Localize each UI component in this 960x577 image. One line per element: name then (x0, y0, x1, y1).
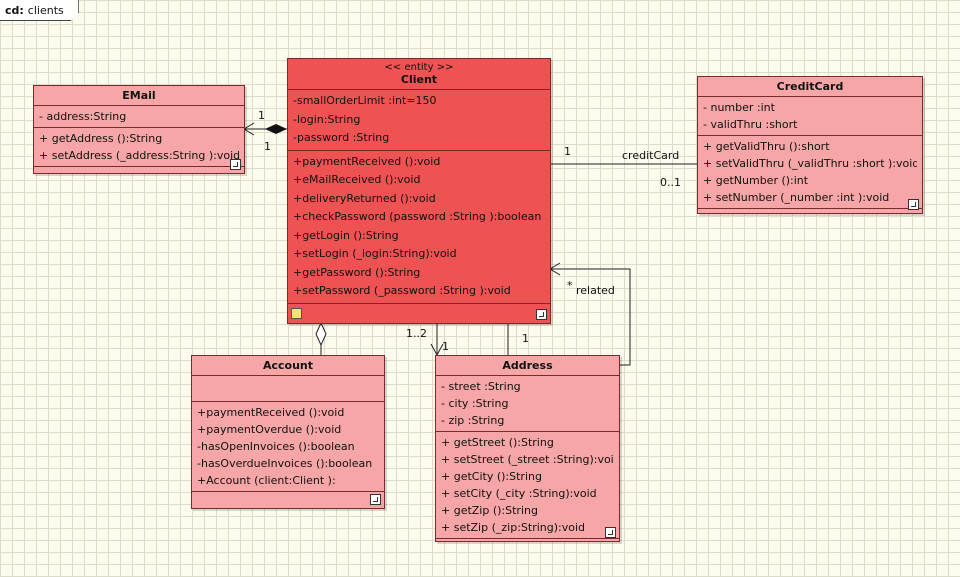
minimize-icon[interactable] (230, 159, 241, 170)
minimize-icon[interactable] (536, 309, 547, 320)
class-email[interactable]: EMail - address:String + getAddress ():S… (33, 85, 245, 174)
operation: -hasOpenInvoices ():boolean (197, 440, 355, 453)
attribute: -login:String (293, 112, 361, 126)
class-account-header: Account (192, 356, 384, 376)
address-multiplicity-c: 1 (522, 332, 529, 345)
operation: + setAddress (_address:String ):void (39, 149, 239, 162)
aggregation-diamond (315, 321, 327, 347)
operation: -hasOverdueInvoices ():boolean (197, 457, 373, 470)
operation: + setValidThru (_validThru :short ):void (703, 157, 917, 170)
class-creditcard-name: CreditCard (776, 80, 844, 93)
attribute: - zip :String (441, 414, 505, 427)
class-account-name: Account (262, 359, 314, 372)
class-creditcard-attributes: - number :int - validThru :short (698, 97, 922, 136)
operation: + getNumber ():int (703, 174, 809, 187)
operation: +paymentOverdue ():void (197, 423, 342, 436)
operation: +setLogin (_login:String):void (293, 247, 457, 260)
operation: + getValidThru ():short (703, 140, 830, 153)
class-address-header: Address (436, 356, 619, 376)
class-client[interactable]: << entity >> Client -smallOrderLimit :in… (287, 58, 551, 324)
composition-diamond (265, 124, 287, 134)
operation: + getAddress ():String (39, 132, 163, 145)
minimize-icon[interactable] (908, 199, 919, 210)
diagram-type-label: cd: (5, 3, 24, 17)
class-address-name: Address (502, 359, 553, 372)
related-multiplicity: * (567, 279, 573, 292)
diagram-name: clients (27, 3, 64, 17)
creditcard-role: creditCard (622, 149, 680, 162)
operation: +deliveryReturned ():void (293, 191, 436, 205)
creditcard-multiplicity-client: 1 (564, 145, 571, 158)
attribute: -password :String (293, 131, 390, 144)
class-client-stereotype: << entity >> (384, 62, 454, 73)
operation: +checkPassword (password :String ):boole… (293, 210, 542, 223)
class-address-attributes: - street :String - city :String - zip :S… (436, 376, 619, 432)
operation: +getLogin ():String (293, 228, 399, 242)
creditcard-multiplicity-card: 0..1 (660, 176, 681, 189)
class-creditcard-header: CreditCard (698, 77, 922, 97)
class-email-header: EMail (34, 86, 244, 106)
attribute: - address:String (39, 110, 127, 123)
operation: +paymentReceived ():void (293, 154, 441, 168)
minimize-icon[interactable] (605, 527, 616, 538)
class-creditcard[interactable]: CreditCard - number :int - validThru :sh… (697, 76, 923, 214)
minimize-icon[interactable] (370, 494, 381, 505)
class-email-name: EMail (122, 89, 156, 102)
diagram-tab[interactable]: cd: clients (0, 0, 79, 21)
email-multiplicity-top: 1 (258, 109, 265, 122)
class-client-attributes: -smallOrderLimit :int=150 -login:String … (288, 90, 550, 151)
email-multiplicity-bottom: 1 (264, 140, 271, 153)
attribute: -smallOrderLimit :int=150 (293, 94, 437, 107)
address-multiplicity-b: 1 (442, 340, 449, 353)
class-client-name: Client (400, 73, 438, 86)
related-role: related (576, 284, 615, 297)
class-account[interactable]: Account +paymentReceived ():void +paymen… (191, 355, 385, 509)
class-email-operations: + getAddress ():String + setAddress (_ad… (34, 128, 244, 167)
class-client-operations: +paymentReceived ():void +eMailReceived … (288, 151, 550, 304)
operation: + setCity (_city :String):void (441, 487, 597, 500)
class-email-attributes: - address:String (34, 106, 244, 128)
class-address-operations: + getStreet ():String + setStreet (_stre… (436, 432, 619, 539)
address-multiplicity-a: 1..2 (406, 327, 427, 340)
attribute: - city :String (441, 397, 509, 410)
attribute: - number :int (703, 101, 775, 114)
operation: + getZip ():String (441, 504, 538, 517)
operation: +Account (client:Client ): (197, 474, 336, 487)
class-account-operations: +paymentReceived ():void +paymentOverdue… (192, 402, 384, 492)
operation: + setNumber (_number :int ):void (703, 191, 890, 204)
attribute: - street :String (441, 380, 521, 393)
operation: + setStreet (_street :String):void (441, 453, 614, 466)
operation: + getStreet ():String (441, 436, 554, 449)
operation: + setZip (_zip:String):void (441, 521, 586, 534)
operation: +setPassword (_password :String ):void (293, 284, 511, 297)
related-link (550, 268, 631, 366)
operation: + getCity ():String (441, 470, 542, 483)
operation: +eMailReceived ():void (293, 173, 421, 186)
note-icon (291, 308, 302, 319)
attribute: - validThru :short (703, 118, 798, 131)
operation: +getPassword ():String (293, 265, 421, 279)
class-creditcard-operations: + getValidThru ():short + setValidThru (… (698, 136, 922, 209)
class-account-attributes (192, 376, 384, 402)
class-address[interactable]: Address - street :String - city :String … (435, 355, 620, 542)
operation: +paymentReceived ():void (197, 406, 345, 419)
class-client-header: << entity >> Client (288, 59, 550, 90)
